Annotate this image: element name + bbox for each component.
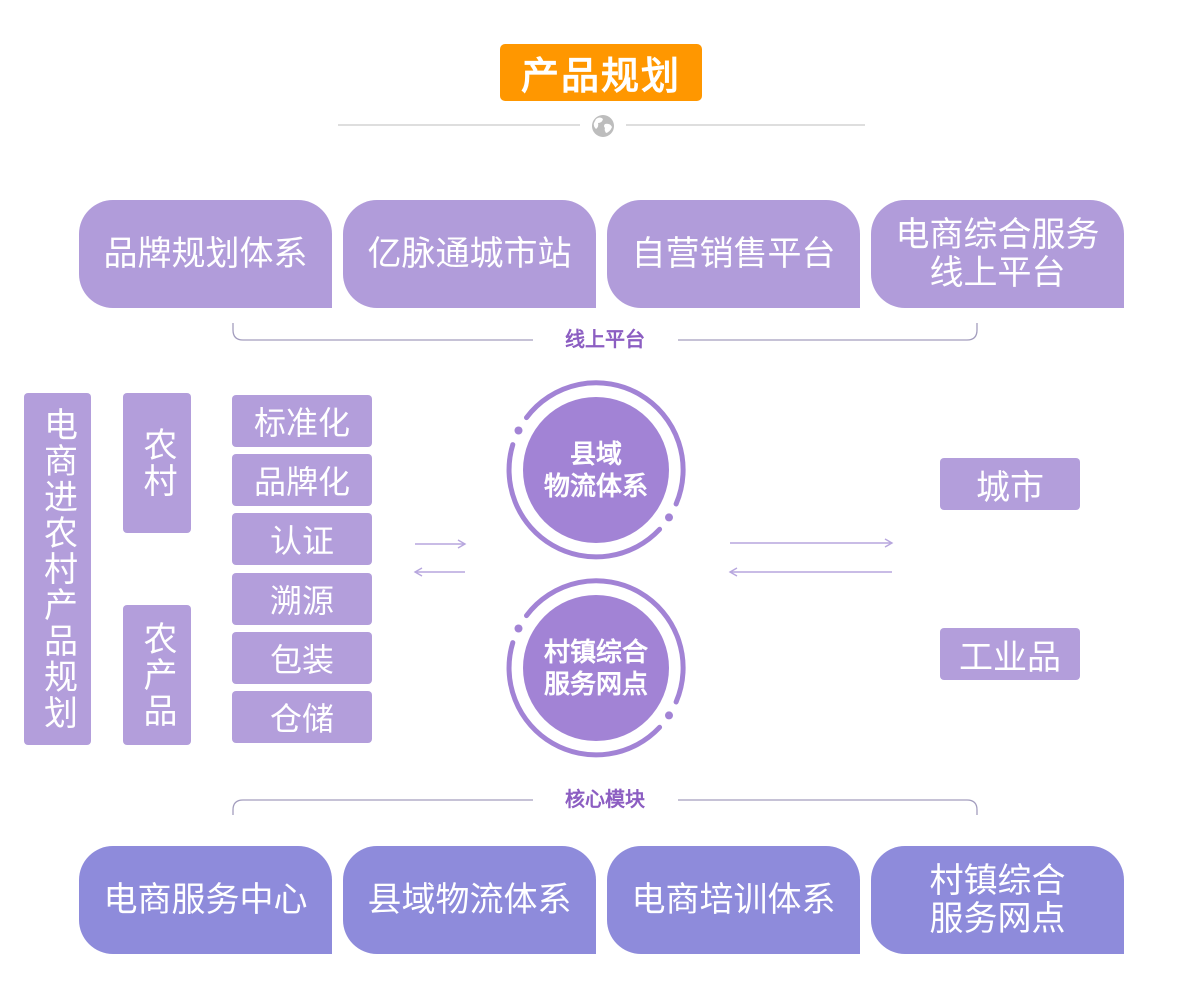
core-modules-label: 核心模块 bbox=[535, 788, 675, 812]
card-label: 亿脉通城市站 bbox=[367, 235, 572, 273]
hub-disc bbox=[523, 397, 669, 543]
arrow-left-icon bbox=[413, 567, 465, 577]
card-label-line-2: 服务网点 bbox=[929, 900, 1066, 938]
hub-ring-arc bbox=[506, 442, 663, 560]
process-certification: 认证 bbox=[232, 513, 372, 565]
hub-graphic bbox=[506, 578, 686, 758]
card-label: 县域物流体系 bbox=[367, 881, 572, 919]
hub-ring-dot bbox=[514, 426, 523, 435]
process-label: 标准化 bbox=[253, 405, 350, 441]
source-box-village: 农村 bbox=[123, 393, 191, 533]
source-box-produce: 农产品 bbox=[123, 605, 191, 745]
arrow-right-icon bbox=[415, 539, 467, 549]
card-label: 电商服务中心 bbox=[103, 881, 308, 919]
hub-label-line-2: 服务网点 bbox=[543, 669, 648, 699]
process-label: 仓储 bbox=[269, 701, 334, 737]
hub-disc bbox=[523, 595, 669, 741]
core-bracket-left bbox=[232, 799, 533, 815]
online-platform-label: 线上平台 bbox=[535, 328, 675, 352]
destination-city: 城市 bbox=[940, 458, 1080, 510]
process-label: 溯源 bbox=[269, 583, 334, 619]
process-label: 认证 bbox=[269, 523, 334, 559]
process-standardization: 标准化 bbox=[232, 395, 372, 447]
online-bracket-right bbox=[678, 323, 978, 341]
arrow-right-icon bbox=[730, 538, 894, 548]
hub-ring-dot bbox=[665, 711, 673, 720]
online-card-city-station: 亿脉通城市站 bbox=[343, 200, 596, 308]
process-packaging: 包装 bbox=[232, 632, 372, 684]
core-bracket-right bbox=[678, 799, 978, 815]
destination-label: 城市 bbox=[976, 468, 1044, 507]
card-label: 电商培训体系 bbox=[631, 881, 836, 919]
core-card-village-service: 村镇综合 服务网点 bbox=[871, 846, 1124, 954]
hub-label-line-1: 村镇综合 bbox=[543, 637, 648, 667]
page-title: 产品规划 bbox=[500, 44, 702, 101]
hub-ring-arc bbox=[506, 640, 663, 758]
card-label: 品牌规划体系 bbox=[103, 235, 308, 273]
process-traceability: 溯源 bbox=[232, 573, 372, 625]
hub-label: 村镇综合 服务网点 bbox=[506, 578, 686, 758]
process-storage: 仓储 bbox=[232, 691, 372, 743]
card-label-line-1: 电商综合服务 bbox=[895, 216, 1100, 254]
globe-icon bbox=[592, 115, 614, 137]
source-label: 农产品 bbox=[138, 621, 176, 729]
rural-planning-title: 电商进农村产品规划 bbox=[38, 407, 77, 731]
hub-label: 县域 物流体系 bbox=[506, 380, 686, 560]
hub-village-service: 村镇综合 服务网点 bbox=[506, 578, 686, 758]
hub-graphic bbox=[506, 380, 686, 560]
hub-ring-arc bbox=[524, 578, 686, 705]
process-label: 包装 bbox=[269, 642, 334, 678]
process-branding: 品牌化 bbox=[232, 454, 372, 506]
online-card-service-platform: 电商综合服务 线上平台 bbox=[871, 200, 1124, 308]
rural-planning-box: 电商进农村产品规划 bbox=[24, 393, 91, 745]
arrow-left-icon bbox=[728, 567, 892, 577]
hub-ring-dot bbox=[514, 624, 523, 633]
online-card-brand-system: 品牌规划体系 bbox=[79, 200, 332, 308]
destination-label: 工业品 bbox=[959, 638, 1061, 677]
source-label: 农村 bbox=[138, 427, 176, 499]
core-card-service-center: 电商服务中心 bbox=[79, 846, 332, 954]
hub-ring-dot bbox=[665, 513, 673, 522]
destination-industrial-goods: 工业品 bbox=[940, 628, 1080, 680]
hub-label-line-2: 物流体系 bbox=[543, 471, 648, 501]
hub-county-logistics: 县域 物流体系 bbox=[506, 380, 686, 560]
hub-label-line-1: 县域 bbox=[569, 439, 622, 469]
hub-ring-arc bbox=[524, 380, 686, 507]
card-label-line-1: 村镇综合 bbox=[929, 862, 1066, 900]
core-card-training-system: 电商培训体系 bbox=[607, 846, 860, 954]
card-label: 自营销售平台 bbox=[631, 235, 836, 273]
process-label: 品牌化 bbox=[253, 464, 350, 500]
core-card-county-logistics: 县域物流体系 bbox=[343, 846, 596, 954]
page-title-text: 产品规划 bbox=[520, 56, 681, 98]
online-card-self-sales: 自营销售平台 bbox=[607, 200, 860, 308]
card-label-line-2: 线上平台 bbox=[929, 254, 1066, 292]
online-bracket-left bbox=[232, 323, 533, 341]
